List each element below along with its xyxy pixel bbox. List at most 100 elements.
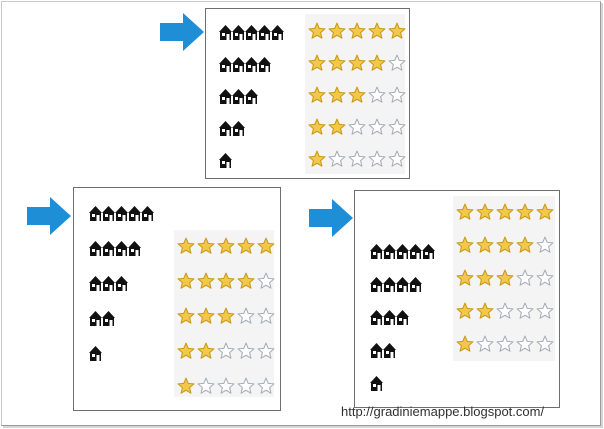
star-rating-row bbox=[308, 150, 406, 170]
star-empty-icon bbox=[496, 302, 514, 319]
star-rating-row bbox=[177, 342, 275, 362]
star-filled-icon bbox=[237, 237, 255, 254]
star-filled-icon bbox=[496, 269, 514, 286]
star-filled-icon bbox=[197, 272, 215, 289]
star-filled-icon bbox=[197, 237, 215, 254]
star-empty-icon bbox=[536, 236, 554, 253]
star-filled-icon bbox=[177, 342, 195, 359]
house-icon bbox=[89, 241, 141, 256]
star-filled-icon bbox=[476, 302, 494, 319]
star-filled-icon bbox=[308, 118, 326, 135]
house-row bbox=[369, 374, 384, 394]
star-empty-icon bbox=[388, 150, 406, 167]
star-empty-icon bbox=[536, 302, 554, 319]
star-filled-icon bbox=[456, 203, 474, 220]
star-filled-icon bbox=[328, 86, 346, 103]
star-filled-icon bbox=[308, 86, 326, 103]
star-filled-icon bbox=[456, 269, 474, 286]
star-filled-icon bbox=[328, 54, 346, 71]
star-rating-row bbox=[456, 269, 554, 289]
star-filled-icon bbox=[388, 22, 406, 39]
star-filled-icon bbox=[368, 22, 386, 39]
house-icon bbox=[89, 276, 128, 291]
star-filled-icon bbox=[348, 86, 366, 103]
star-filled-icon bbox=[536, 203, 554, 220]
star-filled-icon bbox=[476, 269, 494, 286]
house-icon bbox=[370, 310, 409, 325]
star-rating-row bbox=[177, 237, 275, 257]
house-icon bbox=[219, 25, 284, 40]
star-empty-icon bbox=[368, 150, 386, 167]
house-row bbox=[218, 23, 285, 43]
house-row bbox=[88, 274, 129, 294]
star-empty-icon bbox=[257, 307, 275, 324]
house-icon bbox=[89, 206, 154, 221]
star-rating-row bbox=[456, 335, 554, 355]
star-filled-icon bbox=[516, 203, 534, 220]
star-filled-icon bbox=[217, 307, 235, 324]
house-icon bbox=[89, 346, 102, 361]
star-empty-icon bbox=[516, 335, 534, 352]
star-filled-icon bbox=[476, 236, 494, 253]
house-row bbox=[218, 87, 259, 107]
star-filled-icon bbox=[177, 377, 195, 394]
star-empty-icon bbox=[388, 118, 406, 135]
star-filled-icon bbox=[257, 237, 275, 254]
house-icon bbox=[370, 244, 435, 259]
star-empty-icon bbox=[476, 335, 494, 352]
star-rating-row bbox=[177, 307, 275, 327]
blue-arrow-icon bbox=[27, 197, 71, 235]
star-empty-icon bbox=[197, 377, 215, 394]
house-icon bbox=[219, 57, 271, 72]
house-row bbox=[369, 275, 423, 295]
star-empty-icon bbox=[237, 342, 255, 359]
house-icon bbox=[370, 277, 422, 292]
house-row bbox=[369, 242, 436, 262]
star-filled-icon bbox=[177, 272, 195, 289]
house-row bbox=[218, 151, 233, 171]
house-icon bbox=[219, 121, 245, 136]
star-rating-row bbox=[308, 118, 406, 138]
star-filled-icon bbox=[177, 237, 195, 254]
star-filled-icon bbox=[328, 22, 346, 39]
star-empty-icon bbox=[388, 86, 406, 103]
star-rating-row bbox=[177, 272, 275, 292]
house-row bbox=[88, 309, 116, 329]
star-empty-icon bbox=[536, 269, 554, 286]
star-rating-row bbox=[308, 22, 406, 42]
star-filled-icon bbox=[496, 203, 514, 220]
star-filled-icon bbox=[456, 335, 474, 352]
star-empty-icon bbox=[328, 150, 346, 167]
star-empty-icon bbox=[237, 307, 255, 324]
star-empty-icon bbox=[496, 335, 514, 352]
star-filled-icon bbox=[237, 272, 255, 289]
star-rating-row bbox=[177, 377, 275, 397]
star-rating-row bbox=[456, 203, 554, 223]
star-filled-icon bbox=[456, 302, 474, 319]
house-row bbox=[88, 344, 103, 364]
house-row bbox=[369, 308, 410, 328]
house-icon bbox=[89, 311, 115, 326]
star-empty-icon bbox=[388, 54, 406, 71]
house-row bbox=[369, 341, 397, 361]
star-filled-icon bbox=[308, 54, 326, 71]
star-empty-icon bbox=[257, 377, 275, 394]
star-filled-icon bbox=[348, 22, 366, 39]
star-empty-icon bbox=[217, 342, 235, 359]
star-filled-icon bbox=[197, 342, 215, 359]
star-filled-icon bbox=[308, 150, 326, 167]
house-icon bbox=[219, 153, 232, 168]
star-rating-row bbox=[308, 86, 406, 106]
star-empty-icon bbox=[257, 272, 275, 289]
star-rating-row bbox=[456, 236, 554, 256]
house-icon bbox=[370, 376, 383, 391]
blue-arrow-icon bbox=[309, 199, 353, 237]
star-filled-icon bbox=[348, 54, 366, 71]
star-empty-icon bbox=[536, 335, 554, 352]
star-filled-icon bbox=[308, 22, 326, 39]
house-row bbox=[218, 55, 272, 75]
star-filled-icon bbox=[217, 272, 235, 289]
house-row bbox=[218, 119, 246, 139]
watermark-url: http://gradiniemappe.blogspot.com/ bbox=[341, 404, 545, 419]
